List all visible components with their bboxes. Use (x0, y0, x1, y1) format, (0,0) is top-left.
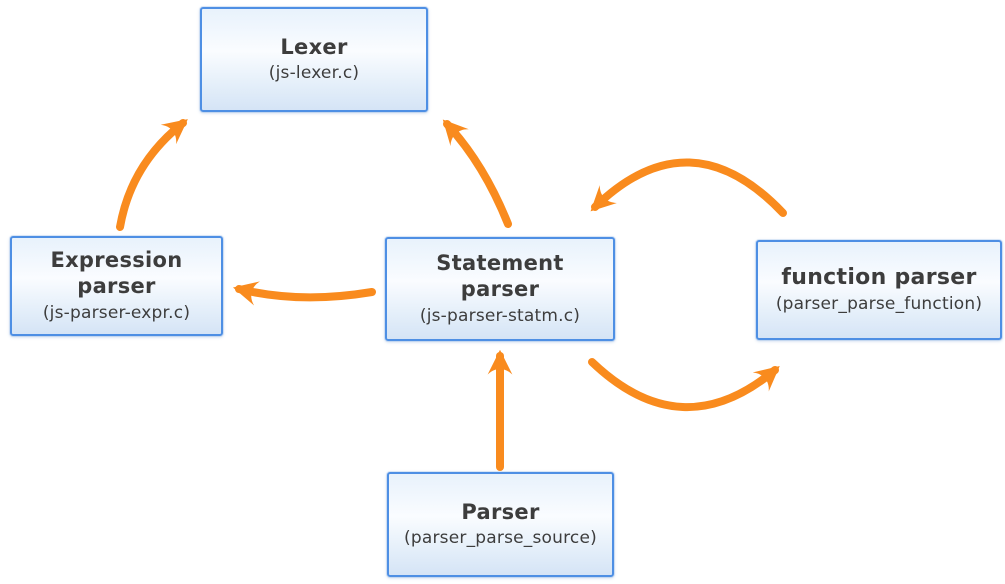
node-function-parser-subtitle: (parser_parse_function) (775, 294, 983, 315)
node-lexer: Lexer (js-lexer.c) (200, 7, 428, 112)
node-function-parser: function parser (parser_parse_function) (756, 240, 1002, 340)
node-lexer-title-line1: Lexer (280, 34, 348, 59)
arrow-expression-parser-to-lexer (116, 119, 188, 231)
node-lexer-title: Lexer (280, 35, 347, 61)
node-expression-parser-subtitle: (js-parser-expr.c) (42, 302, 191, 323)
node-statement-parser-subtitle: (js-parser-statm.c) (419, 305, 581, 326)
arrow-statement-parser-to-lexer (442, 119, 512, 228)
node-statement-parser-title: Statement parser (436, 251, 563, 302)
node-parser-subtitle: (parser_parse_source) (404, 528, 597, 549)
node-statement-parser-title-line1: Statement (436, 251, 564, 276)
node-function-parser-title-line1: function parser (781, 264, 977, 290)
node-statement-parser-title-line2: parser (460, 276, 540, 301)
arrow-statement-parser-to-expression-parser (232, 281, 376, 306)
node-function-parser-title: function parser (781, 265, 976, 292)
node-parser-title: Parser (461, 500, 539, 526)
node-parser-title-line1: Parser (461, 499, 540, 524)
node-statement-parser: Statement parser (js-parser-statm.c) (385, 237, 615, 341)
node-lexer-subtitle: (js-lexer.c) (268, 63, 360, 84)
node-parser: Parser (parser_parse_source) (387, 472, 614, 577)
node-expression-parser-title-line2: parser (77, 273, 156, 298)
node-expression-parser-title: Expression parser (50, 248, 182, 299)
arrow-statement-parser-to-function-parser (588, 358, 780, 412)
arrow-function-parser-to-statement-parser (590, 158, 787, 217)
node-expression-parser-title-line1: Expression (50, 248, 183, 273)
node-expression-parser: Expression parser (js-parser-expr.c) (10, 236, 223, 336)
